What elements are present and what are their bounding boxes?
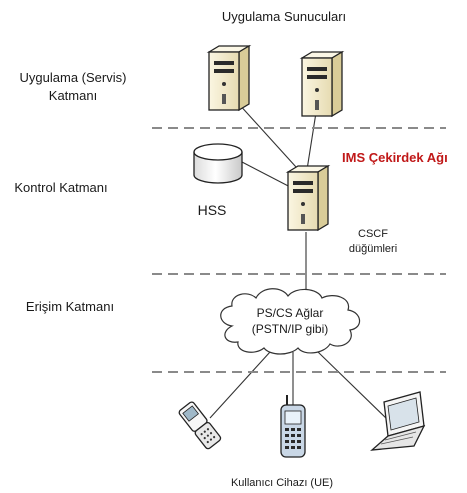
hss-database: HSS bbox=[193, 143, 243, 218]
hss-label: HSS bbox=[198, 202, 227, 218]
network-cloud: PS/CS Ağlar (PSTN/IP gibi) bbox=[220, 288, 361, 355]
cscf-label: CSCF bbox=[358, 228, 388, 240]
user-device-mobile-phone bbox=[280, 395, 306, 458]
user-device-flip-phone bbox=[178, 401, 222, 450]
network-cloud-icon bbox=[220, 288, 361, 355]
tower-server-icon bbox=[287, 165, 329, 231]
application-layer-label-line2: Katmanı bbox=[49, 88, 97, 103]
application-layer-label: Uygulama (Servis) bbox=[20, 70, 127, 85]
tower-server-icon bbox=[208, 45, 250, 111]
tower-server-icon bbox=[301, 51, 343, 117]
application-server-right bbox=[301, 51, 343, 117]
application-servers-label: Uygulama Sunucuları bbox=[222, 9, 346, 24]
access-layer-label: Erişim Katmanı bbox=[26, 299, 114, 314]
cloud-label: PS/CS Ağlar bbox=[257, 306, 324, 320]
user-device-laptop bbox=[370, 391, 426, 451]
laptop-icon bbox=[370, 391, 426, 451]
cscf-node: CSCF düğümleri bbox=[287, 165, 397, 255]
link-hss-to-cscf bbox=[241, 161, 297, 191]
link-cloud-to-laptop bbox=[317, 351, 389, 421]
user-equipment-label: Kullanıcı Cihazı (UE) bbox=[231, 477, 333, 489]
link-cloud-to-flip-phone bbox=[209, 351, 271, 419]
cloud-label-line2: (PSTN/IP gibi) bbox=[252, 322, 328, 336]
cscf-label-line2: düğümleri bbox=[349, 243, 397, 255]
layer-dividers bbox=[152, 127, 446, 373]
connection-lines bbox=[209, 91, 389, 421]
mobile-phone-icon bbox=[280, 395, 306, 458]
database-cylinder-icon bbox=[193, 143, 243, 184]
control-layer-label: Kontrol Katmanı bbox=[14, 180, 107, 195]
application-server-left bbox=[208, 45, 250, 111]
ims-core-network-label: IMS Çekirdek Ağı bbox=[342, 150, 448, 165]
flip-phone-icon bbox=[178, 401, 222, 450]
